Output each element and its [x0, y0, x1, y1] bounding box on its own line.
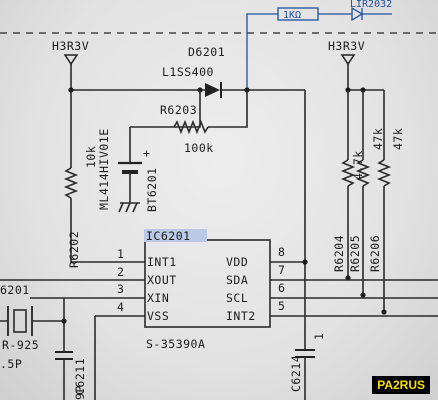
r6205-value: 47k — [371, 128, 385, 150]
power-symbol-right: H3R3V — [328, 39, 365, 84]
watermark: PA2RUS — [372, 376, 430, 394]
c6211-ref: C6211 — [73, 358, 87, 395]
svg-text:VSS: VSS — [147, 309, 169, 323]
r6206-ref: R6206 — [368, 235, 382, 272]
ic-pin-4: 4 VSS — [95, 300, 169, 323]
handwritten-diode-symbol — [351, 6, 364, 22]
diode-d6201: D6201 L1SS400 — [162, 45, 305, 98]
svg-text:7: 7 — [278, 263, 285, 277]
ic-pin-3: 3 XIN — [30, 282, 169, 305]
svg-text:5: 5 — [278, 299, 285, 313]
r6202-ref: R6202 — [67, 231, 81, 268]
crystal-ref: 6201 — [0, 283, 30, 297]
svg-text:1: 1 — [117, 247, 124, 261]
ic-pin-6: 6 SCL — [226, 281, 438, 305]
ic-s35390a: IC6201 S-35390A 1 INT1 2 XOUT 3 XIN 4 VS… — [0, 229, 438, 351]
r6205-ref: R6205 — [348, 235, 362, 272]
ic-pin-1: 1 INT1 — [117, 247, 177, 269]
svg-text:SCL: SCL — [226, 291, 248, 305]
r6204-value: 4.7k — [351, 150, 365, 180]
diode-part: L1SS400 — [162, 65, 214, 79]
resistor-r6203: R6203 100k — [160, 90, 248, 155]
crystal-part: R-925 — [2, 338, 39, 352]
svg-text:8: 8 — [278, 245, 285, 259]
r6203-ref: R6203 — [160, 103, 197, 117]
c6214-ref: C6214 — [289, 355, 303, 392]
svg-text:SDA: SDA — [226, 273, 248, 287]
ic-pin-8: 8 VDD — [226, 245, 305, 269]
ic-ref: IC6201 — [146, 229, 191, 243]
ic-ref-highlight — [144, 229, 207, 242]
handwritten-resistor-label: 1KΩ — [283, 10, 301, 21]
svg-text:4: 4 — [117, 300, 124, 314]
svg-text:3: 3 — [117, 282, 124, 296]
power-label-right: H3R3V — [328, 39, 365, 53]
ic-body — [144, 239, 271, 328]
diode-ref: D6201 — [188, 45, 225, 59]
handwritten-mod: 1KΩ LIR2032 — [246, 0, 392, 90]
handwritten-diode-label: LIR2032 — [350, 0, 392, 10]
battery-bt6201: + — [118, 126, 174, 213]
battery-ref: BT6201 — [145, 167, 159, 212]
c6211-value: 9P — [73, 385, 87, 400]
left-cap-value: .5P — [0, 357, 22, 371]
c6214-value: 1 — [312, 333, 326, 340]
ic-part: S-35390A — [146, 337, 205, 351]
power-label-left: H3R3V — [52, 39, 89, 53]
r6204-ref: R6204 — [332, 235, 346, 272]
svg-text:XOUT: XOUT — [147, 273, 177, 287]
battery-part: ML414HIV01E — [97, 128, 111, 210]
r6202-value: 10k — [84, 146, 98, 168]
r6203-value: 100k — [184, 141, 214, 155]
ic-pin-7: 7 SDA — [226, 263, 438, 287]
svg-text:INT1: INT1 — [147, 255, 177, 269]
svg-text:INT2: INT2 — [226, 309, 256, 323]
battery-plus: + — [143, 146, 150, 160]
svg-text:2: 2 — [117, 265, 124, 279]
r6206-value: 47k — [391, 128, 405, 150]
svg-text:6: 6 — [278, 281, 285, 295]
svg-text:VDD: VDD — [226, 255, 248, 269]
power-symbol-left: H3R3V — [52, 39, 89, 90]
ic-pin-5: 5 INT2 — [226, 299, 438, 323]
capacitor-c6214: 1 — [295, 90, 326, 400]
ic-pin-2: 2 XOUT — [0, 265, 177, 287]
svg-text:XIN: XIN — [147, 291, 169, 305]
crystal-and-caps: 6201 R-925 .5P — [0, 283, 96, 400]
resistor-r6202 — [63, 90, 145, 263]
